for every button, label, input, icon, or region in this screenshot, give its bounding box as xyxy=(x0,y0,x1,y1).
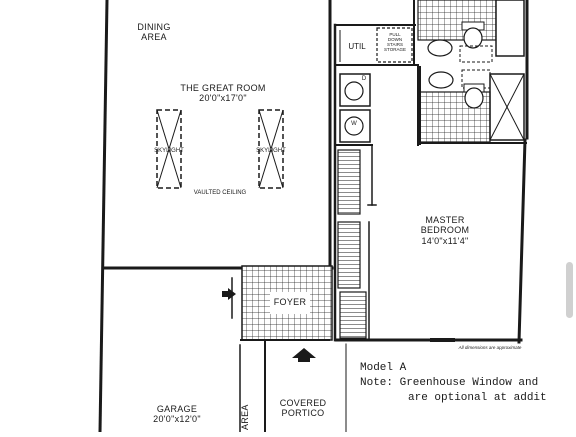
dining-label-line1: DINING xyxy=(137,22,171,32)
washer-label: W xyxy=(351,121,357,127)
dimensions-note: All dimensions are approximate xyxy=(458,345,522,350)
dryer-icon xyxy=(339,73,371,107)
shower-icon xyxy=(489,73,525,141)
master-name-line2: BEDROOM xyxy=(420,225,470,236)
upper-bath-tile xyxy=(417,0,497,41)
master-name-line1: MASTER xyxy=(425,215,465,225)
stairs-line4: STORAGE xyxy=(384,46,406,52)
sink-icon-2 xyxy=(428,71,454,89)
skylight-label-right: SKYLIGHT xyxy=(256,148,286,154)
washer-icon xyxy=(339,109,371,143)
dining-label-line2: AREA xyxy=(141,32,167,43)
side-arrow-icon xyxy=(222,288,236,300)
entry-arrow-icon xyxy=(292,348,316,362)
util-label: UTIL xyxy=(348,42,366,51)
portico-line1: COVERED xyxy=(279,398,327,408)
stairs-line2: DOWN xyxy=(387,36,403,42)
skylight-label-left: SKYLIGHT xyxy=(154,148,184,154)
pull-down-stairs-label: PULL DOWN STAIRS STORAGE xyxy=(379,32,411,53)
garage-label: GARAGE 20'0"x12'0" xyxy=(142,404,212,425)
great-room-size: 20'0"x17'0" xyxy=(199,93,247,104)
walls xyxy=(98,0,529,432)
dryer-label: D xyxy=(361,76,367,82)
great-room-label: THE GREAT ROOM 20'0"x17'0" xyxy=(168,83,278,104)
stairs-lower xyxy=(337,221,361,289)
area-fragment-label: AREA xyxy=(239,404,250,431)
covered-portico-label: COVERED PORTICO xyxy=(272,398,334,419)
sink-icon xyxy=(427,39,453,57)
skylight-right xyxy=(258,109,284,189)
scrollbar-thumb[interactable] xyxy=(566,262,573,318)
master-size: 14'0"x11'4" xyxy=(421,235,469,246)
foyer-label: FOYER xyxy=(272,297,308,308)
storage-closet xyxy=(376,27,413,63)
stairs-upper xyxy=(337,149,361,215)
toilet-icon-2 xyxy=(463,83,485,109)
portico-line2: PORTICO xyxy=(281,408,325,419)
vaulted-ceiling-label: VAULTED CEILING xyxy=(193,190,247,196)
skylight-left xyxy=(156,109,182,189)
stairs-line1: PULL xyxy=(389,32,401,37)
great-room-name: THE GREAT ROOM xyxy=(180,83,266,93)
master-bedroom-label: MASTER BEDROOM 14'0"x11'4" xyxy=(405,215,485,246)
note-line2: are optional at addit xyxy=(408,392,547,404)
stairs-line3: STAIRS xyxy=(387,41,403,47)
toilet-icon xyxy=(461,21,485,49)
model-label: Model A xyxy=(360,362,407,374)
dining-area-label: DINING AREA xyxy=(124,22,184,43)
garage-size: 20'0"x12'0" xyxy=(153,414,201,425)
note-line1: Note: Greenhouse Window and xyxy=(360,377,539,389)
garage-name: GARAGE xyxy=(156,404,198,414)
